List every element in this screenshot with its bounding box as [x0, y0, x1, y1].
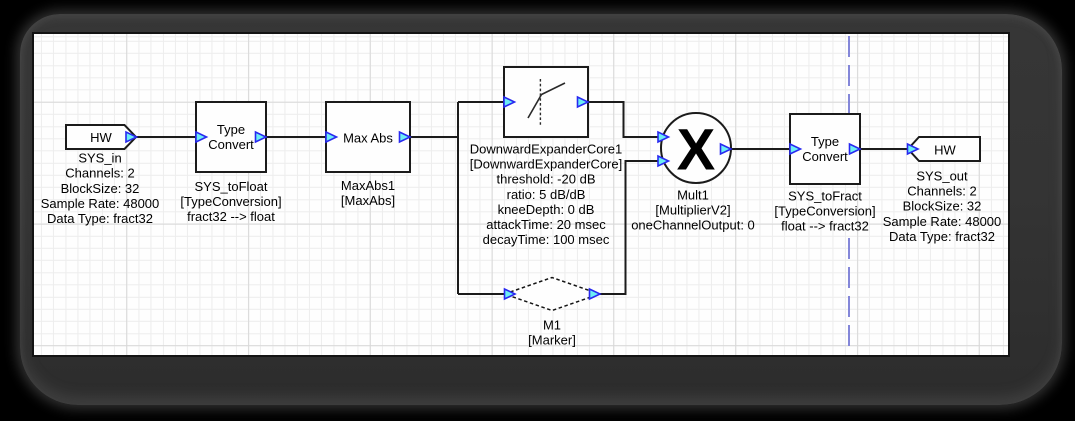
module-expander-label: ratio: 5 dB/dB	[507, 187, 586, 202]
module-maxabs1-label: MaxAbs1	[341, 178, 395, 193]
wire-marker-to-mult-in2[interactable]	[600, 160, 659, 295]
multiplier-x-symbol: X	[677, 118, 716, 183]
expander-curve-icon	[527, 82, 566, 119]
module-expander-label: attackTime: 20 msec	[486, 217, 606, 232]
module-sys-out-label: Data Type: fract32	[889, 229, 995, 244]
module-sys-tofloat-text: Type	[217, 122, 245, 137]
module-sys-tofloat-label: fract32 --> float	[187, 209, 275, 224]
module-sys-out[interactable]	[906, 136, 981, 162]
module-mult1-label: [MultiplierV2]	[655, 203, 730, 218]
mult1-output-pin[interactable]	[719, 142, 733, 156]
module-sys-in-text: HW	[90, 130, 112, 145]
module-m1-label: M1	[543, 318, 561, 333]
module-m1-marker[interactable]	[502, 276, 602, 312]
module-mult1[interactable]	[660, 112, 732, 184]
module-sys-tofract-text: Convert	[802, 149, 848, 164]
module-downward-expander-core1[interactable]	[503, 66, 589, 138]
module-sys-tofloat-label: [TypeConversion]	[180, 194, 281, 209]
mult1-input-pin-1[interactable]	[657, 130, 671, 144]
module-sys-in-label: Data Type: fract32	[47, 211, 153, 226]
sys-tofract-input-pin[interactable]	[789, 142, 803, 156]
sys-tofloat-input-pin[interactable]	[195, 130, 209, 144]
module-sys-tofract-label: SYS_toFract	[788, 189, 862, 204]
module-expander-label: decayTime: 100 msec	[483, 232, 610, 247]
maxabs1-output-pin[interactable]	[398, 130, 412, 144]
maxabs1-input-pin[interactable]	[325, 130, 339, 144]
m1-output-pin[interactable]	[588, 287, 602, 301]
module-sys-tofract-label: [TypeConversion]	[774, 204, 875, 219]
wire-expander-to-mult-in1[interactable]	[588, 101, 659, 138]
module-sys-tofloat-label: SYS_toFloat	[195, 179, 268, 194]
module-maxabs1-text: Max Abs	[343, 131, 393, 146]
expander-output-pin[interactable]	[576, 95, 590, 109]
module-sys-tofloat-text: Convert	[208, 137, 254, 152]
module-sys-tofract-label: float --> fract32	[781, 219, 869, 234]
module-sys-in[interactable]	[65, 124, 138, 150]
module-sys-out-label: SYS_out	[916, 169, 968, 184]
module-sys-out-label: BlockSize: 32	[903, 199, 982, 214]
module-sys-out-text: HW	[934, 143, 956, 158]
sys-tofract-output-pin[interactable]	[848, 142, 862, 156]
module-sys-out-label: Sample Rate: 48000	[883, 214, 1002, 229]
module-maxabs1-label: [MaxAbs]	[341, 193, 395, 208]
module-sys-tofract-text: Type	[811, 134, 839, 149]
sys-tofloat-output-pin[interactable]	[254, 130, 268, 144]
wire-maxabs-to-junction[interactable]	[410, 101, 505, 295]
module-sys-in-label: BlockSize: 32	[61, 181, 140, 196]
module-sys-in-label: SYS_in	[78, 151, 121, 166]
module-expander-label: threshold: -20 dB	[496, 172, 595, 187]
module-mult1-label: oneChannelOutput: 0	[631, 218, 755, 233]
module-sys-out-label: Channels: 2	[907, 184, 976, 199]
module-expander-label: kneeDepth: 0 dB	[498, 202, 595, 217]
mult1-input-pin-2[interactable]	[657, 154, 671, 168]
module-expander-label: DownwardExpanderCore1	[470, 142, 622, 157]
module-expander-label: [DownwardExpanderCore]	[470, 157, 622, 172]
module-m1-label: [Marker]	[528, 333, 576, 348]
expander-input-pin[interactable]	[503, 95, 517, 109]
module-mult1-label: Mult1	[677, 188, 709, 203]
m1-input-pin[interactable]	[503, 287, 517, 301]
sys-in-output-pin[interactable]	[125, 130, 139, 144]
signal-flow-diagram: HW SYS_in Channels: 2 BlockSize: 32 Samp…	[41, 36, 1002, 354]
module-sys-in-label: Channels: 2	[65, 166, 134, 181]
module-sys-in-label: Sample Rate: 48000	[41, 196, 160, 211]
sys-out-input-pin[interactable]	[906, 142, 920, 156]
